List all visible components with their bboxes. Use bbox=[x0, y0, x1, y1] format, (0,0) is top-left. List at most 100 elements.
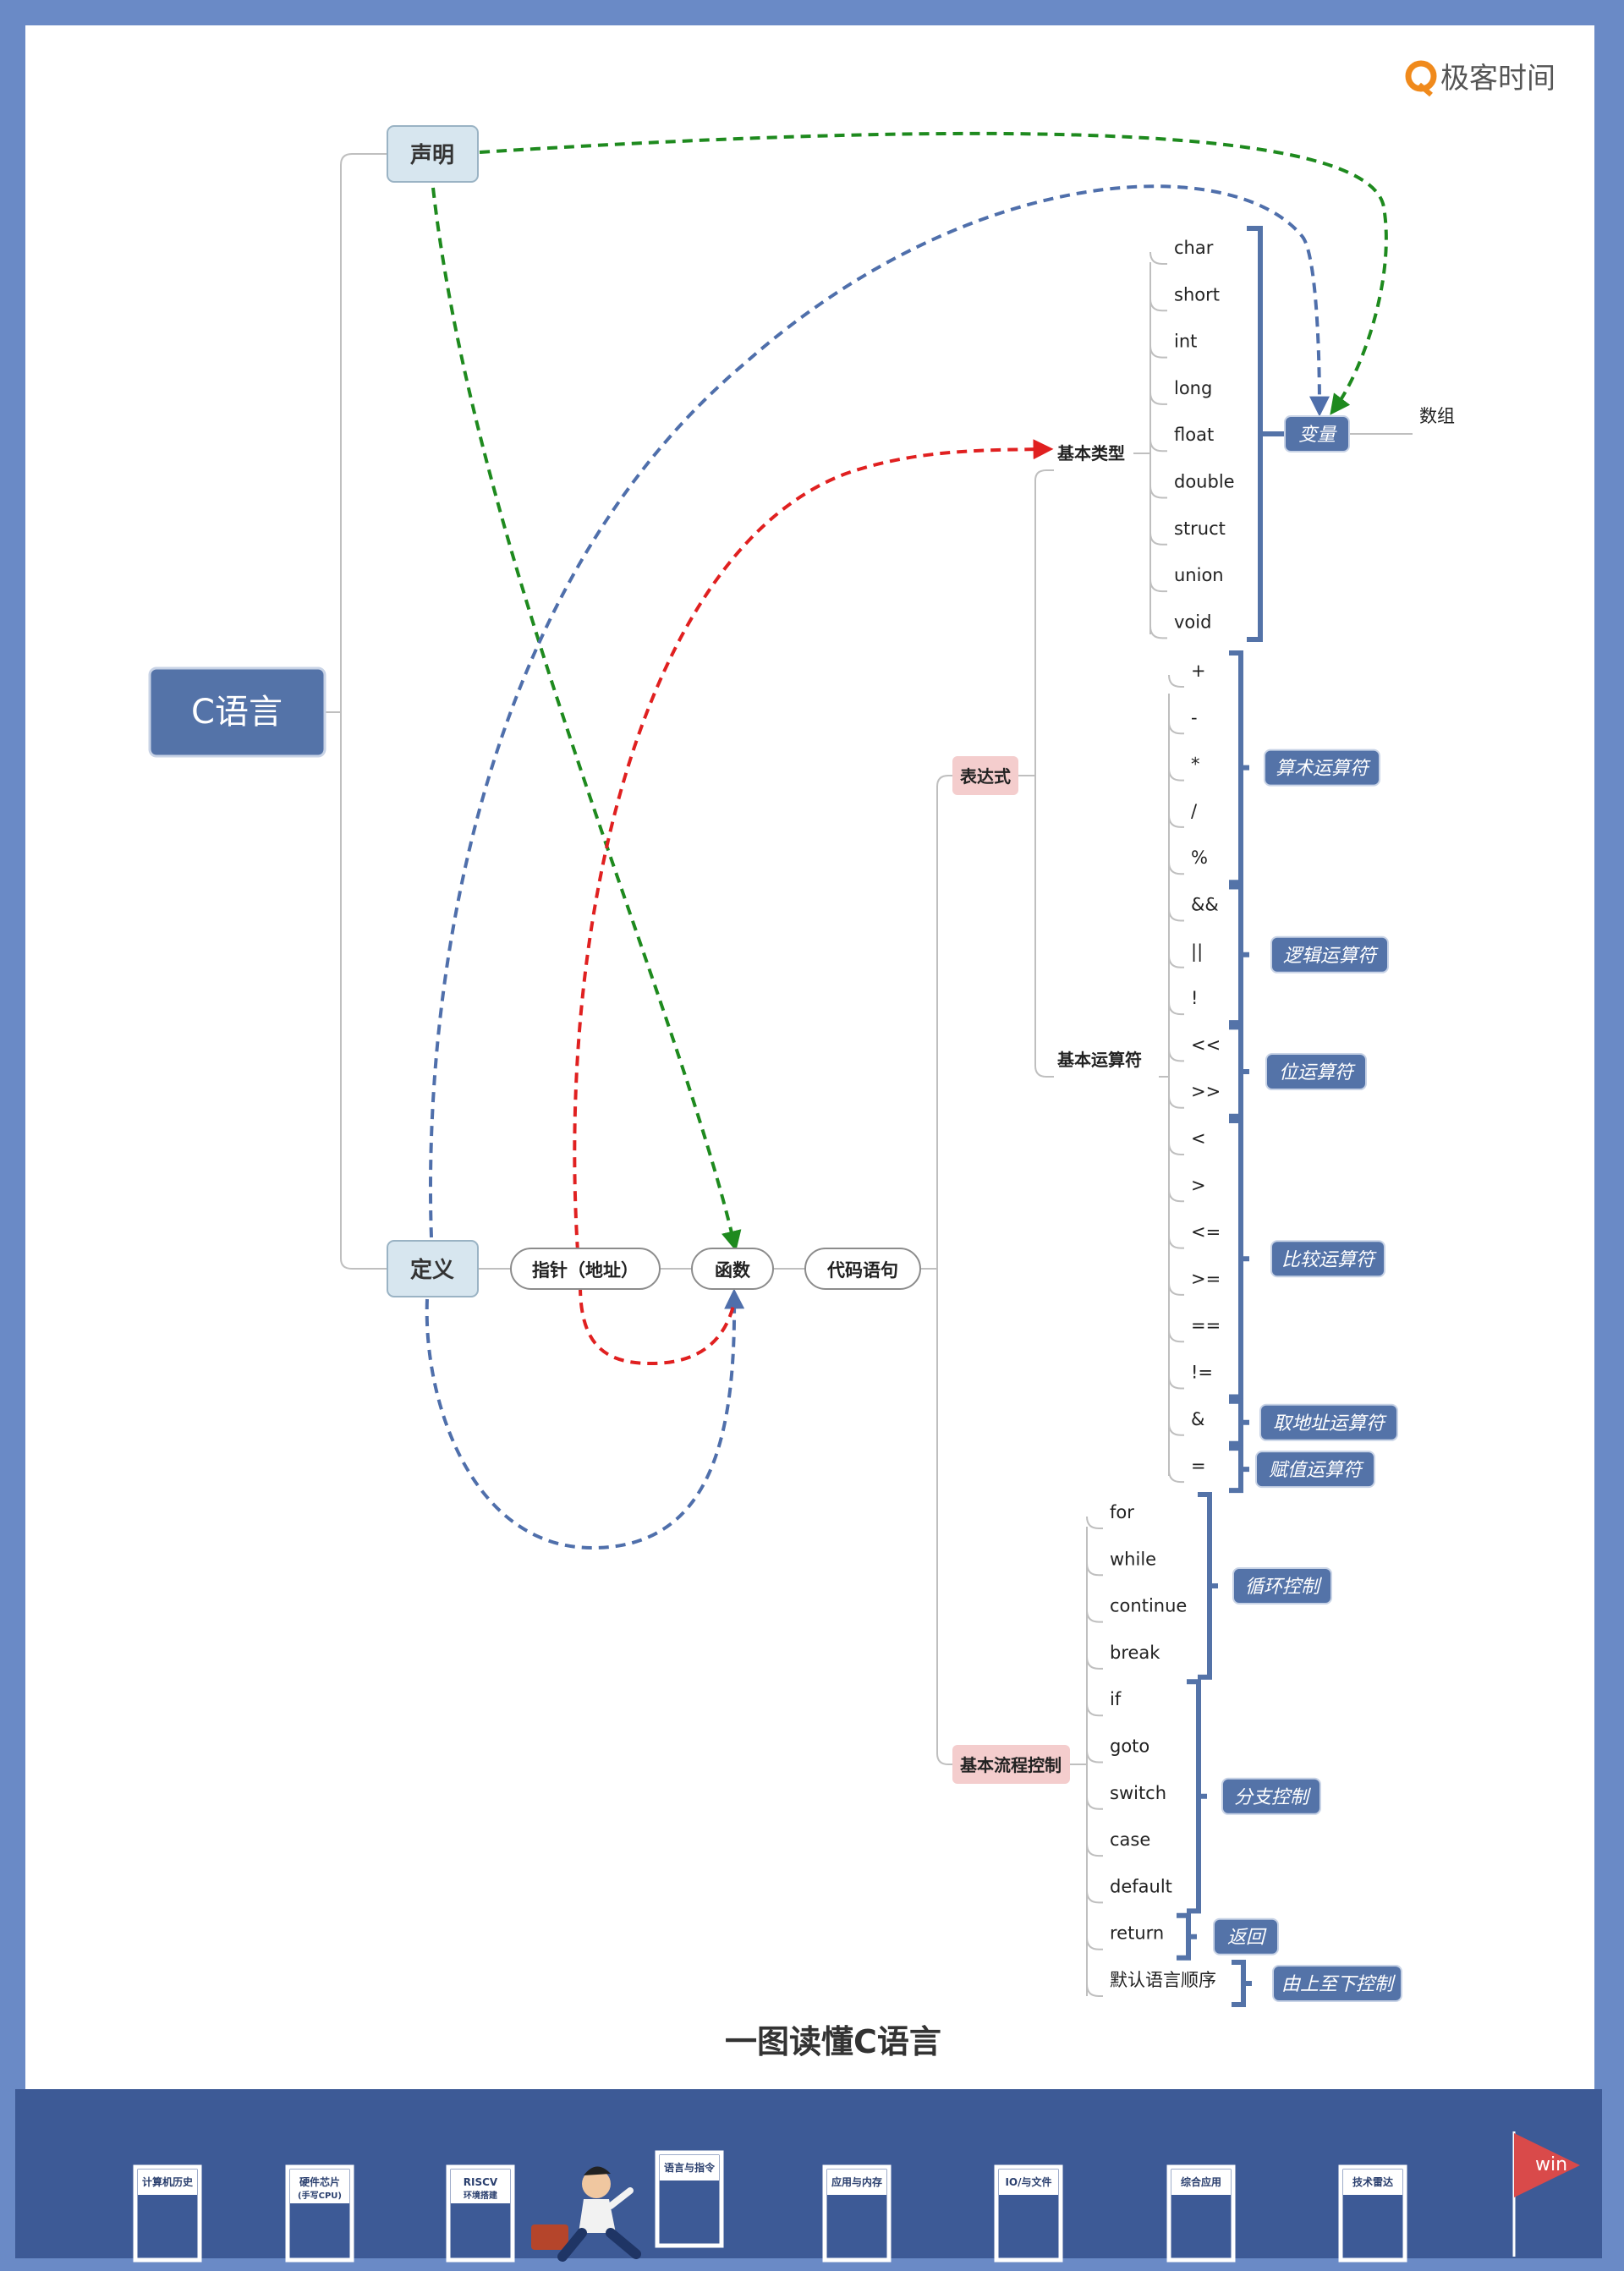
array-label[interactable]: 数组 bbox=[1419, 406, 1455, 426]
flow-item-8[interactable]: default bbox=[1110, 1876, 1172, 1896]
runner-figure bbox=[531, 2166, 641, 2262]
define-node-box bbox=[387, 1240, 479, 1297]
roadmap-background bbox=[15, 2089, 1602, 2258]
flow-group-0-bracket bbox=[1198, 1492, 1218, 1680]
type-leaf-line bbox=[1149, 579, 1167, 593]
roadmap-stop-sign bbox=[451, 2170, 510, 2203]
flow-item-5[interactable]: goto bbox=[1110, 1736, 1149, 1757]
code-statement-node[interactable]: 代码语句 bbox=[804, 1248, 921, 1290]
operator-leaf-line bbox=[1168, 1330, 1184, 1343]
flow-group-0-tag-label: 循环控制 bbox=[1245, 1577, 1322, 1598]
operator-item-5[interactable]: && bbox=[1191, 895, 1219, 915]
type-item-6[interactable]: struct bbox=[1174, 518, 1226, 539]
operator-item-8[interactable]: << bbox=[1191, 1034, 1221, 1055]
operator-group-5-tag-box[interactable] bbox=[1255, 1451, 1375, 1489]
roadmap-stop-label: 语言与指令 bbox=[664, 2161, 716, 2174]
flow-group-3-tag-box[interactable] bbox=[1272, 1965, 1402, 2002]
flow-leaf-line bbox=[1086, 1797, 1103, 1810]
operator-item-2[interactable]: * bbox=[1191, 754, 1200, 775]
roadmap-stop-label: 环境搭建 bbox=[464, 2190, 498, 2201]
operator-group-0-tag-box[interactable] bbox=[1264, 749, 1380, 787]
define-connector bbox=[340, 712, 387, 1270]
operator-leaf-line bbox=[1168, 908, 1184, 922]
define-node[interactable]: 定义 bbox=[387, 1240, 479, 1297]
declare-connector bbox=[340, 153, 387, 712]
flow-group-1-tag-box[interactable] bbox=[1221, 1777, 1321, 1815]
pointer-node[interactable]: 指针（地址） bbox=[510, 1248, 661, 1290]
flag-label: win bbox=[1535, 2154, 1567, 2175]
flow-group-2-tag-label: 返回 bbox=[1227, 1928, 1267, 1949]
flow-group-2-tag-box[interactable] bbox=[1213, 1917, 1279, 1956]
type-item-1[interactable]: short bbox=[1174, 284, 1220, 304]
roadmap-stop-sign bbox=[999, 2170, 1058, 2195]
type-item-3[interactable]: long bbox=[1174, 378, 1212, 398]
type-item-5[interactable]: double bbox=[1174, 472, 1235, 492]
operator-group-5-bracket bbox=[1229, 1445, 1249, 1494]
roadmap-stop-label: (手写CPU) bbox=[298, 2190, 342, 2201]
operator-item-16[interactable]: & bbox=[1191, 1409, 1204, 1429]
flow-item-1[interactable]: while bbox=[1110, 1549, 1156, 1569]
roadmap-stop-label: 硬件芯片 bbox=[299, 2175, 340, 2188]
operator-item-17[interactable]: = bbox=[1191, 1456, 1206, 1476]
flow-item-10[interactable]: 默认语言顺序 bbox=[1110, 1970, 1216, 1990]
type-item-7[interactable]: union bbox=[1174, 565, 1224, 585]
roadmap-stop-gate bbox=[285, 2164, 354, 2263]
flow-item-9[interactable]: return bbox=[1110, 1923, 1164, 1944]
operator-item-7[interactable]: ! bbox=[1191, 988, 1198, 1008]
operator-group-1-tag-box[interactable] bbox=[1270, 935, 1389, 974]
define-to-variable-arrow bbox=[429, 184, 1330, 1238]
type-leaf-line bbox=[1149, 392, 1167, 405]
root-node[interactable]: C语言 bbox=[148, 666, 326, 758]
roadmap-stop-sign bbox=[1343, 2170, 1402, 2195]
root-node-box bbox=[148, 666, 326, 758]
operator-group-0-bracket bbox=[1229, 650, 1249, 886]
win-flag: win bbox=[1512, 2131, 1580, 2257]
operator-item-10[interactable]: < bbox=[1191, 1128, 1206, 1149]
flow-item-6[interactable]: switch bbox=[1110, 1783, 1166, 1803]
flow-item-4[interactable]: if bbox=[1110, 1689, 1122, 1709]
operator-item-9[interactable]: >> bbox=[1191, 1082, 1221, 1102]
flow-item-0[interactable]: for bbox=[1110, 1502, 1134, 1522]
roadmap-stop-sign bbox=[827, 2170, 886, 2195]
type-item-2[interactable]: int bbox=[1174, 332, 1197, 352]
flow-control-node[interactable]: 基本流程控制 bbox=[952, 1745, 1070, 1784]
operator-item-13[interactable]: >= bbox=[1191, 1269, 1221, 1289]
operator-item-0[interactable]: + bbox=[1191, 661, 1206, 681]
flow-item-7[interactable]: case bbox=[1110, 1829, 1150, 1850]
operator-item-15[interactable]: != bbox=[1191, 1363, 1213, 1383]
operator-item-11[interactable]: > bbox=[1191, 1175, 1206, 1195]
flow-group-0-tag-box[interactable] bbox=[1232, 1566, 1332, 1605]
flow-item-3[interactable]: break bbox=[1110, 1643, 1160, 1663]
operator-group-3-tag-box[interactable] bbox=[1270, 1240, 1385, 1278]
roadmap-stop-gate bbox=[822, 2164, 892, 2263]
flow-item-2[interactable]: continue bbox=[1110, 1596, 1187, 1616]
type-leaf-line bbox=[1149, 439, 1167, 453]
operator-leaf-line bbox=[1168, 1470, 1184, 1484]
operator-item-1[interactable]: - bbox=[1191, 707, 1198, 727]
type-item-0[interactable]: char bbox=[1174, 238, 1214, 258]
operator-group-2-tag-box[interactable] bbox=[1265, 1053, 1367, 1091]
operator-item-14[interactable]: == bbox=[1191, 1315, 1221, 1336]
operator-group-3-bracket bbox=[1229, 1118, 1249, 1400]
expression-node[interactable]: 表达式 bbox=[952, 756, 1018, 795]
code-expression-connector bbox=[920, 775, 952, 1270]
roadmap-stop-sign bbox=[660, 2155, 719, 2180]
expr-operators-connector bbox=[1034, 776, 1054, 1078]
function-node[interactable]: 函数 bbox=[691, 1248, 774, 1290]
type-item-8[interactable]: void bbox=[1174, 612, 1211, 632]
variable-node[interactable]: 变量 bbox=[1284, 415, 1350, 453]
operator-item-6[interactable]: || bbox=[1191, 941, 1203, 963]
flow-control-node-box bbox=[952, 1745, 1070, 1784]
operator-group-4-tag-box[interactable] bbox=[1259, 1403, 1398, 1441]
basic-types-label[interactable]: 基本类型 bbox=[1057, 443, 1125, 464]
operator-item-4[interactable]: % bbox=[1191, 848, 1208, 868]
basic-operators-label[interactable]: 基本运算符 bbox=[1057, 1050, 1142, 1070]
declare-to-variable-arrow bbox=[479, 131, 1388, 415]
type-item-4[interactable]: float bbox=[1174, 425, 1214, 445]
flow-control-node-label: 基本流程控制 bbox=[960, 1755, 1062, 1775]
operator-item-3[interactable]: / bbox=[1191, 801, 1198, 821]
declare-node[interactable]: 声明 bbox=[387, 125, 479, 183]
operator-item-12[interactable]: <= bbox=[1191, 1222, 1221, 1242]
